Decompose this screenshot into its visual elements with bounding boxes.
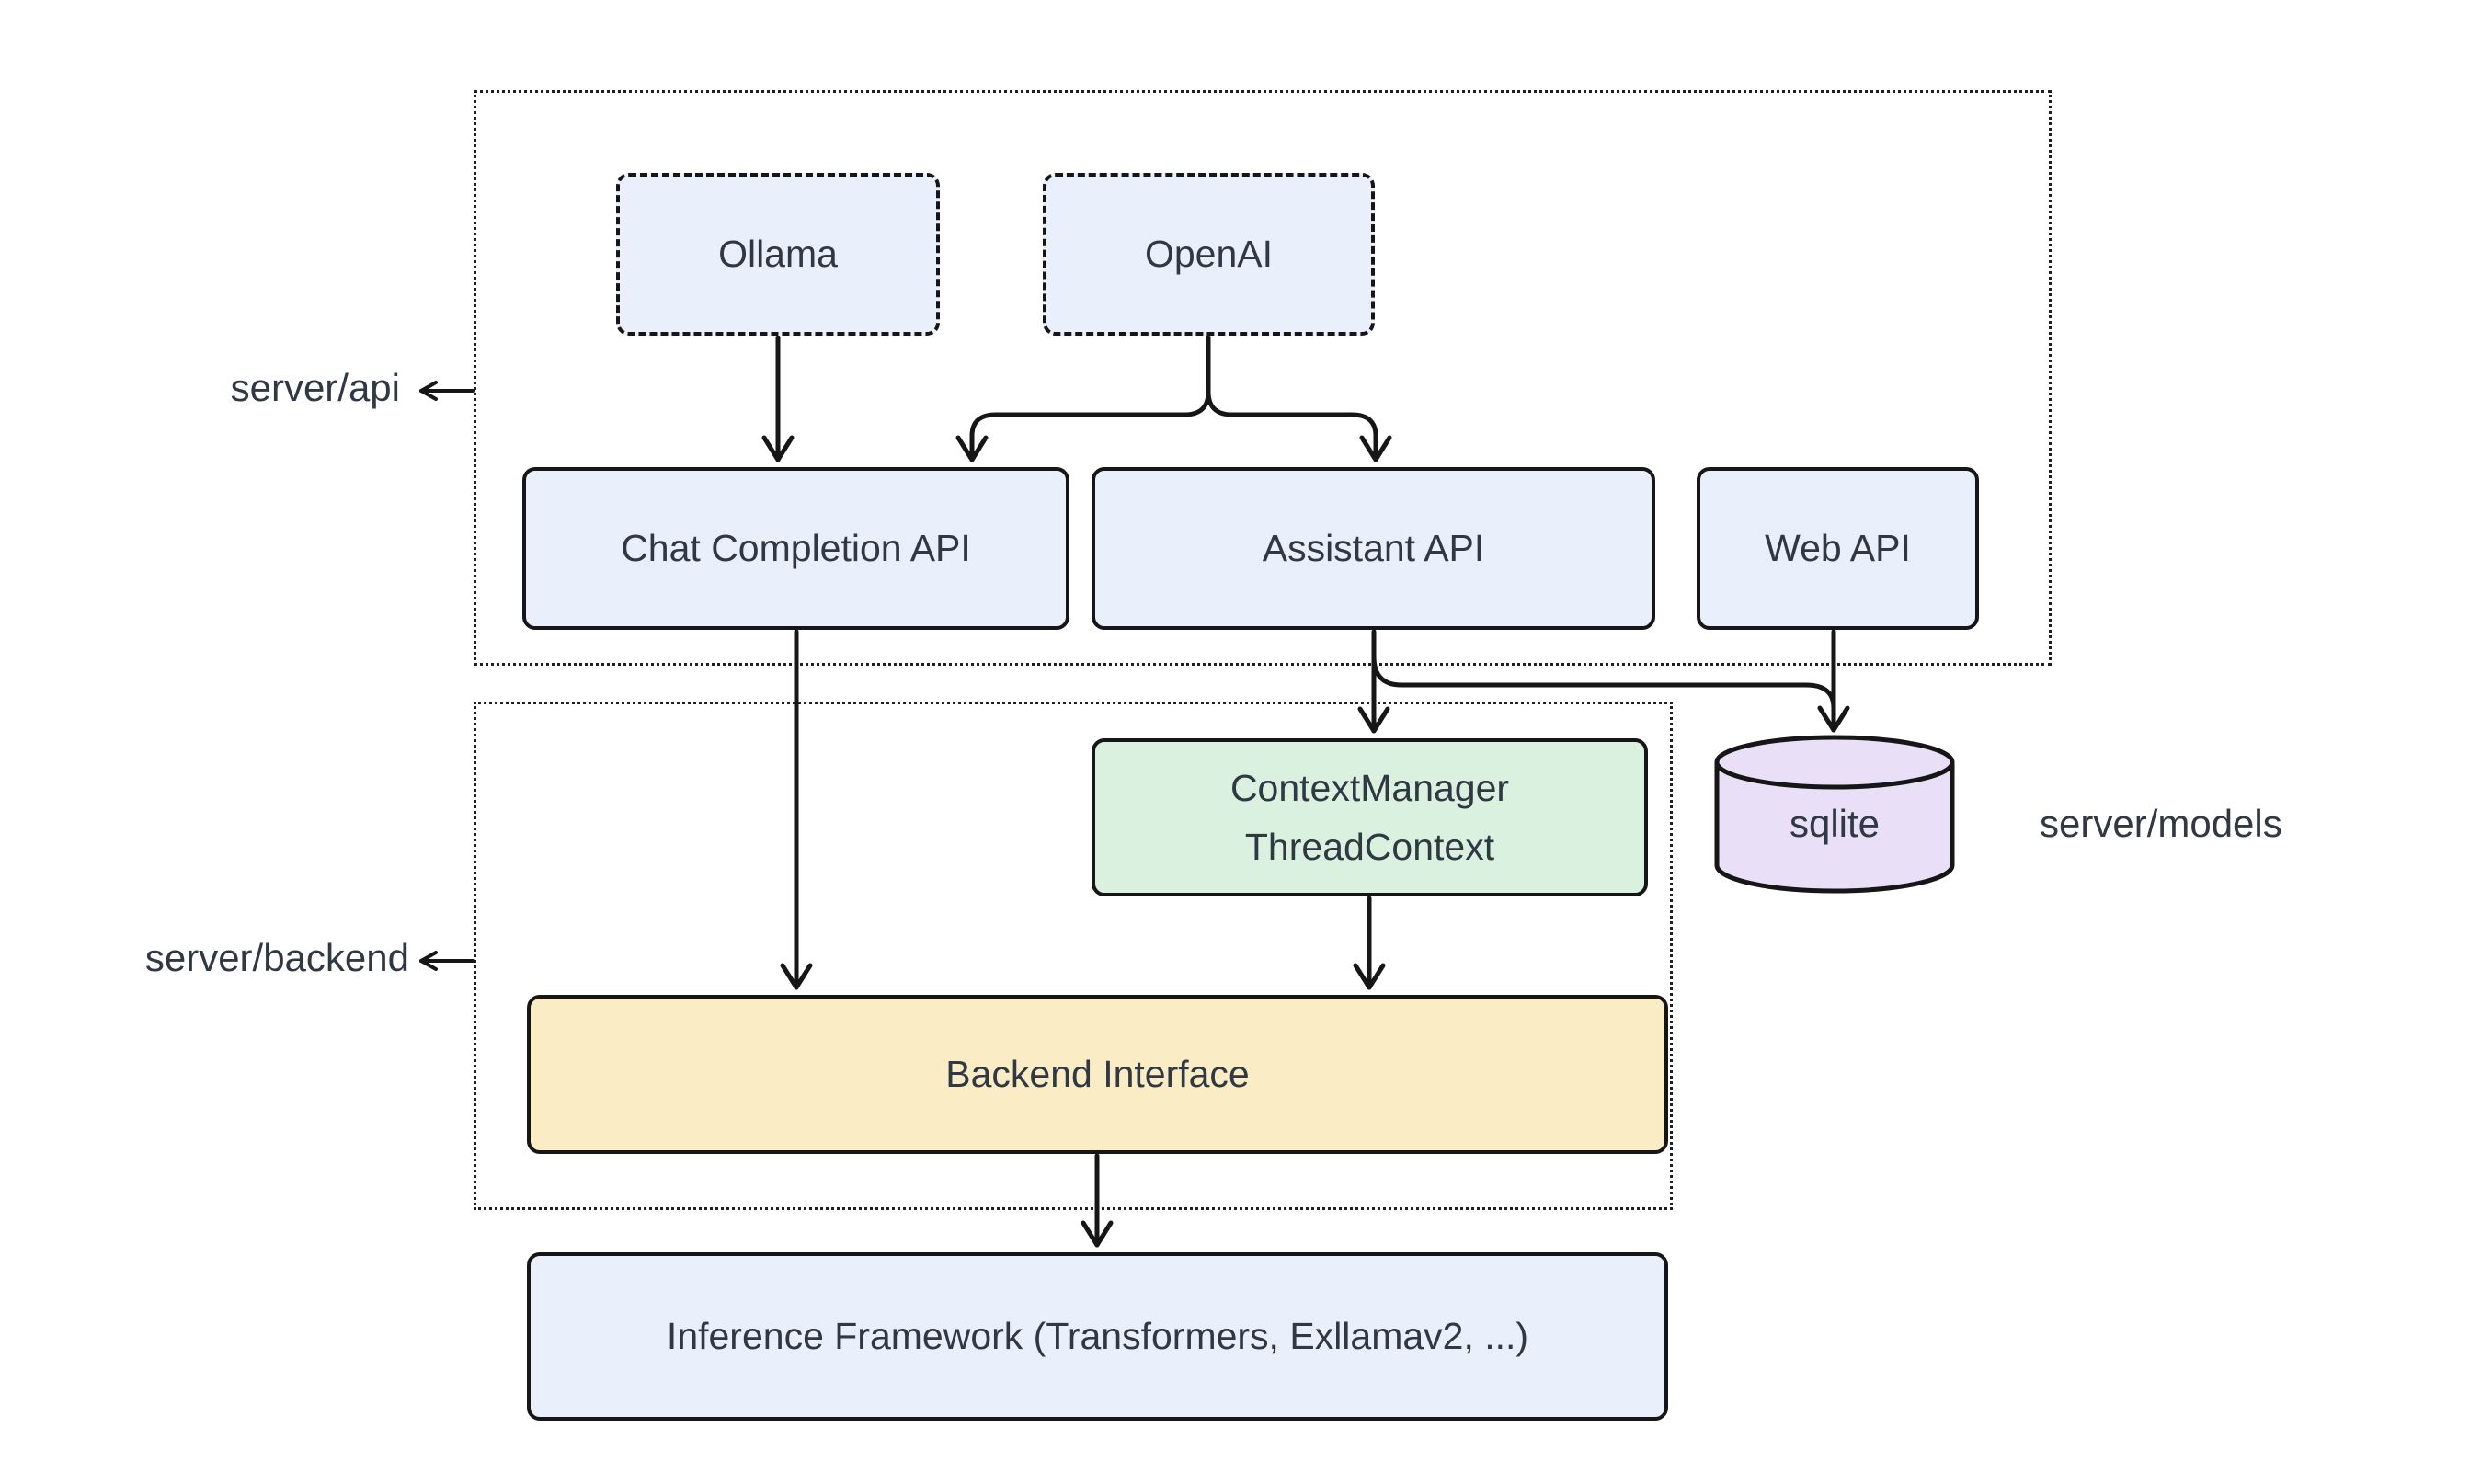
sqlite-cylinder	[1714, 735, 1955, 894]
node-ollama-label: Ollama	[718, 232, 838, 275]
edge-assistant-sqlite	[1371, 654, 1836, 711]
sqlite-cylinder-body	[1714, 762, 1955, 894]
node-inference-framework: Inference Framework (Transformers, Exlla…	[527, 1252, 1668, 1421]
node-web-api-label: Web API	[1765, 526, 1911, 569]
node-context-manager: ContextManager ThreadContext	[1092, 738, 1648, 896]
label-server-backend: server/backend	[144, 936, 409, 979]
edge-openai-assistant	[1206, 335, 1392, 462]
node-ollama: Ollama	[616, 173, 940, 336]
node-assistant-api: Assistant API	[1092, 467, 1655, 630]
node-backend-interface: Backend Interface	[527, 995, 1668, 1154]
node-context-manager-line1: ContextManager	[1229, 767, 1510, 809]
node-inference-framework-label: Inference Framework (Transformers, Exlla…	[666, 1314, 1529, 1357]
node-assistant-api-label: Assistant API	[1262, 526, 1485, 569]
node-web-api: Web API	[1697, 467, 1979, 630]
node-openai-label: OpenAI	[1144, 232, 1274, 275]
node-backend-interface-label: Backend Interface	[945, 1052, 1250, 1095]
label-server-models: server/models	[2040, 802, 2282, 845]
container-server-backend	[474, 702, 1673, 1210]
node-chat-completion-api: Chat Completion API	[522, 467, 1069, 630]
sqlite-cylinder-top	[1714, 735, 1955, 790]
node-context-manager-line2: ThreadContext	[1244, 826, 1495, 868]
edge-openai-chat	[955, 335, 1211, 462]
node-chat-completion-api-label: Chat Completion API	[621, 526, 971, 569]
label-server-api: server/api	[230, 366, 400, 409]
container-server-api	[474, 90, 2052, 666]
node-openai: OpenAI	[1043, 173, 1375, 336]
node-sqlite-label: sqlite	[1789, 802, 1881, 845]
